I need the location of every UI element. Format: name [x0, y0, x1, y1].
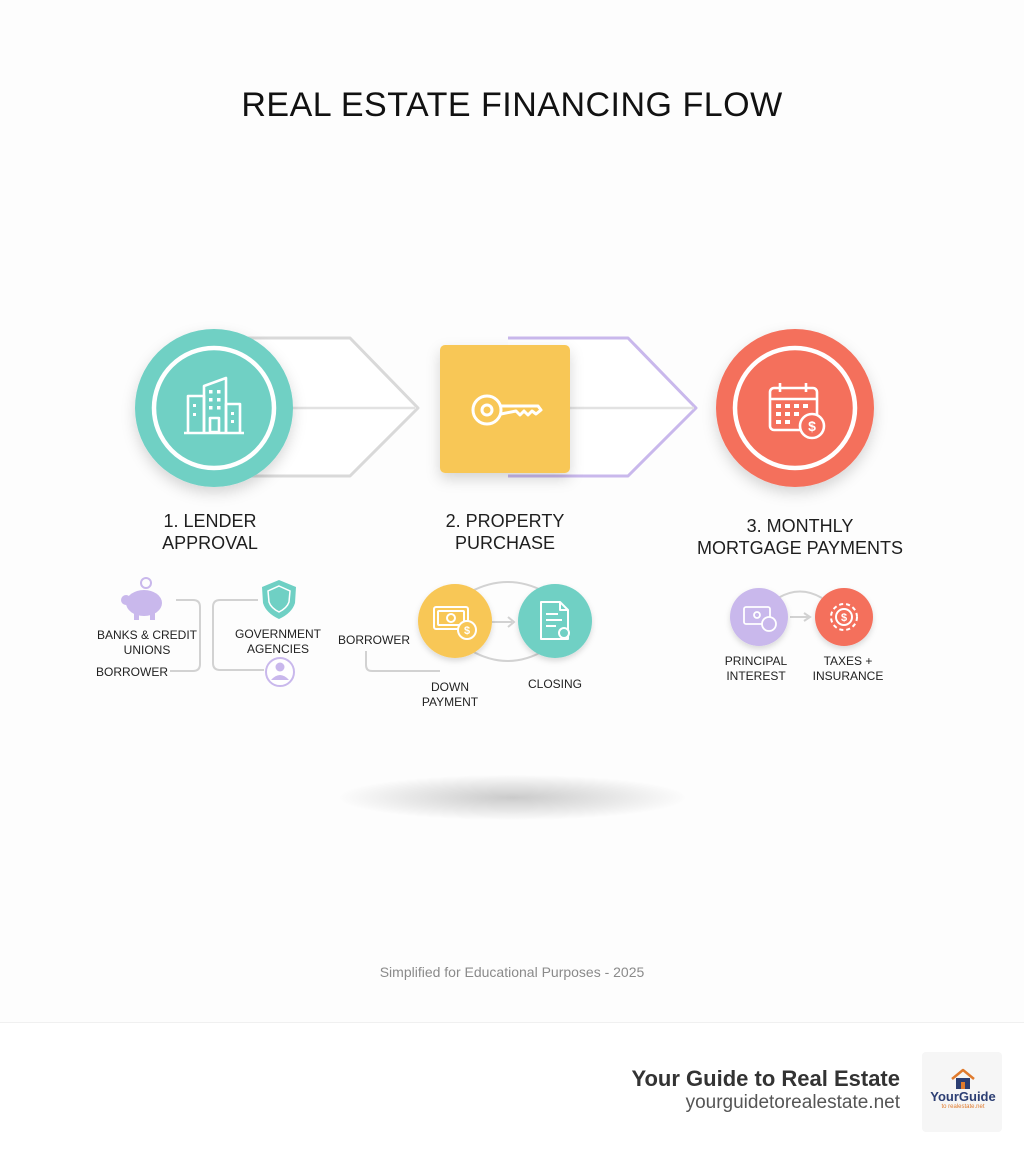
- government-agencies-label: GOVERNMENT AGENCIES: [228, 627, 328, 657]
- step-3-label: 3. MONTHLY MORTGAGE PAYMENTS: [680, 515, 920, 559]
- floor-shadow: [340, 775, 685, 820]
- banks-label-line1: BANKS & CREDIT: [96, 628, 198, 642]
- down-payment-label: DOWN PAYMENT: [410, 680, 490, 710]
- step-3-label-line1: 3. MONTHLY: [746, 516, 854, 536]
- payment-connector-lines: [777, 590, 823, 622]
- key-icon: [471, 394, 543, 426]
- brand-title: Your Guide to Real Estate: [631, 1066, 900, 1091]
- person-icon: [265, 657, 295, 687]
- logo-tagline: to realestate.net: [941, 1104, 985, 1110]
- brand-logo[interactable]: [922, 1052, 1002, 1132]
- footnote-caption: Simplified for Educational Purposes - 20…: [379, 964, 645, 980]
- gov-label-line2: AGENCIES: [246, 642, 309, 656]
- calendar-dollar-icon: $: [768, 383, 826, 440]
- logo-wordmark: YourGuide: [930, 1089, 996, 1104]
- step-1-label: 1. LENDER APPROVAL: [120, 510, 300, 554]
- gear-dollar-icon: $: [830, 603, 858, 631]
- svg-text:$: $: [841, 612, 847, 624]
- shield-icon: [262, 580, 296, 619]
- brand-url[interactable]: yourguidetorealestate.net: [685, 1092, 900, 1113]
- step-2-label-line1: 2. PROPERTY: [445, 511, 565, 531]
- svg-text:$: $: [464, 625, 470, 637]
- taxes-insurance-label: TAXES + INSURANCE: [803, 654, 893, 684]
- closing-label: CLOSING: [527, 677, 582, 691]
- page-title: REAL ESTATE FINANCING FLOW: [241, 86, 783, 124]
- taxes-label-line1: TAXES +: [823, 654, 873, 668]
- step-2-label: 2. PROPERTY PURCHASE: [410, 510, 600, 554]
- property-purchase-node: [440, 345, 570, 473]
- footer: [0, 1022, 1024, 1155]
- step-2-label-line2: PURCHASE: [454, 533, 556, 553]
- taxes-label-line2: INSURANCE: [812, 669, 884, 683]
- lender-approval-node: [135, 329, 293, 487]
- principal-label-line1: PRINCIPAL: [724, 654, 788, 668]
- money-coin-icon: [743, 606, 777, 632]
- banks-credit-unions-label: BANKS & CREDIT UNIONS: [92, 628, 202, 658]
- house-logo-icon: [951, 1068, 975, 1089]
- banks-label-line2: UNIONS: [123, 643, 171, 657]
- principal-label-line2: INTEREST: [726, 669, 786, 683]
- flow-diagram: $ $: [121, 329, 874, 687]
- cash-money-icon: $: [433, 606, 477, 640]
- down-label-line2: PAYMENT: [421, 695, 479, 709]
- office-building-icon: [184, 376, 244, 435]
- taxes-insurance-node: [815, 588, 873, 646]
- document-certificate-icon: [540, 601, 570, 640]
- borrower-label-1: BORROWER: [96, 665, 168, 679]
- down-label-line1: DOWN: [431, 680, 469, 694]
- step-1-label-line2: APPROVAL: [162, 533, 258, 553]
- lender-connector-lines: [170, 599, 264, 672]
- gov-label-line1: GOVERNMENT: [234, 627, 321, 641]
- step-3-label-line2: MORTGAGE PAYMENTS: [696, 538, 904, 558]
- piggy-bank-icon: [121, 577, 162, 620]
- svg-text:$: $: [808, 418, 816, 434]
- step-1-label-line1: 1. LENDER: [163, 511, 257, 531]
- principal-interest-label: PRINCIPAL INTEREST: [716, 654, 796, 684]
- borrower-label-2: BORROWER: [338, 633, 410, 647]
